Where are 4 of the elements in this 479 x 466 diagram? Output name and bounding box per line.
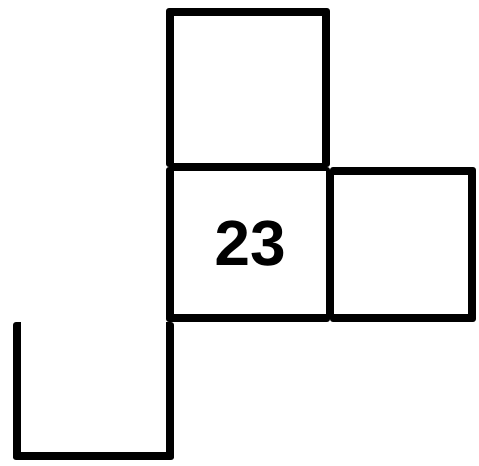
number-label: 23 xyxy=(214,210,286,274)
empty-square xyxy=(13,322,174,460)
empty-square xyxy=(166,8,330,167)
empty-square xyxy=(330,167,476,322)
